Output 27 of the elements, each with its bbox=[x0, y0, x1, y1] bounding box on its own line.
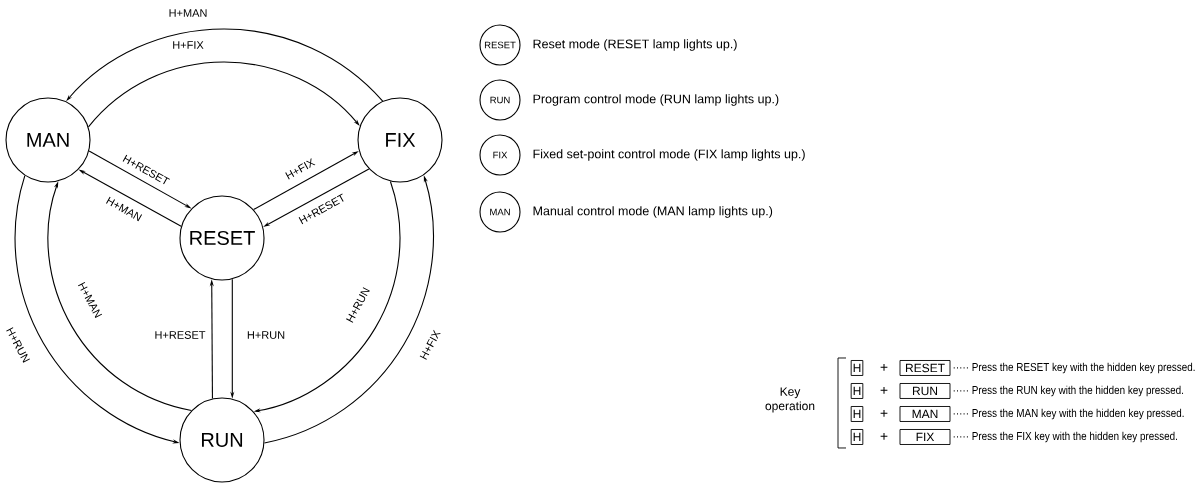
plus-sign: + bbox=[880, 386, 888, 394]
plus-sign: + bbox=[880, 432, 888, 440]
mode-description: Manual control mode (MAN lamp lights up.) bbox=[533, 206, 773, 218]
key-description: ····· Press the MAN key with the hidden key pressed. bbox=[953, 408, 1184, 420]
key-box: H bbox=[850, 429, 864, 445]
mode-description: Program control mode (RUN lamp lights up.) bbox=[533, 94, 779, 106]
plus-sign: + bbox=[880, 363, 888, 371]
key-description: ····· Press the FIX key with the hidden key pressed. bbox=[953, 431, 1177, 443]
mode-description: Reset mode (RESET lamp lights up.) bbox=[533, 39, 737, 51]
plus-sign: + bbox=[880, 409, 888, 417]
key-description: ····· Press the RUN key with the hidden key pressed. bbox=[953, 385, 1183, 397]
mode-description: Fixed set-point control mode (FIX lamp lights up.) bbox=[533, 149, 805, 161]
key-box: H bbox=[850, 360, 864, 376]
key-box: FIX bbox=[899, 429, 951, 445]
key-box: H bbox=[850, 383, 864, 399]
edge-label: H+RUN bbox=[245, 330, 287, 340]
key-box: RUN bbox=[899, 383, 951, 399]
edge-label: H+MAN bbox=[167, 8, 209, 18]
arrow bbox=[87, 61, 360, 128]
bracket-label: Key operation bbox=[765, 387, 815, 413]
key-box: H bbox=[850, 406, 864, 422]
edge-label: H+FIX bbox=[171, 40, 205, 50]
key-description: ····· Press the RESET key with the hidden key pressed. bbox=[953, 362, 1195, 374]
key-box: MAN bbox=[899, 406, 951, 422]
edge-label: H+RESET bbox=[153, 330, 207, 340]
key-box: RESET bbox=[899, 360, 951, 376]
arrow bbox=[66, 28, 384, 102]
